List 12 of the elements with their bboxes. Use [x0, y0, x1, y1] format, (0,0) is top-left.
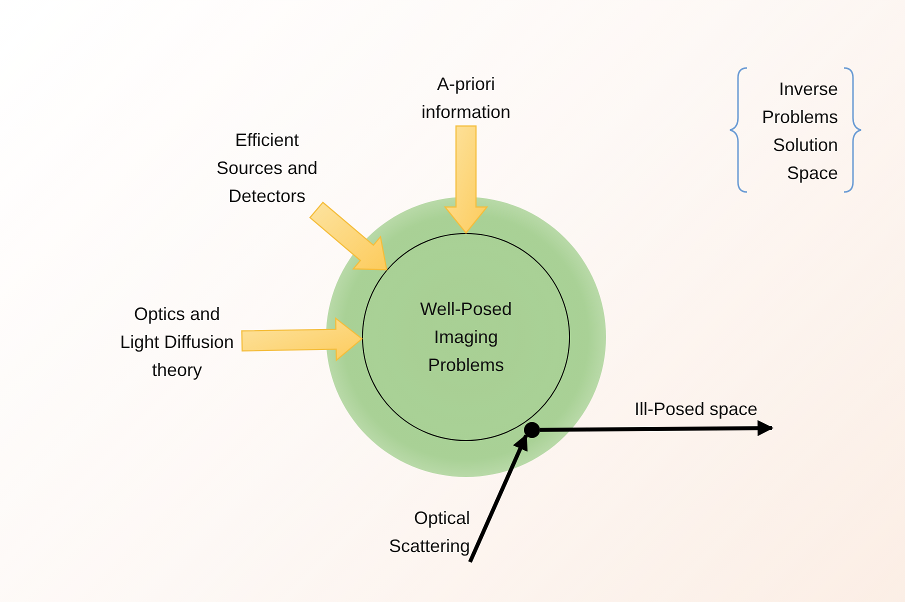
- circle-text: Well-Posed Imaging Problems: [419, 298, 513, 377]
- text-label: Optics and Light Diffusion theory: [112, 300, 242, 384]
- edge-label: Ill-Posed space: [634, 398, 758, 421]
- text-label: A-priori information: [391, 70, 541, 126]
- arrow: [468, 434, 528, 563]
- text-label: Efficient Sources and Detectors: [212, 126, 322, 210]
- text-label: Optical Scattering: [372, 502, 470, 562]
- block-arrow: [241, 317, 363, 362]
- block-arrow: [309, 202, 388, 270]
- annotation-text: Inverse Problems Solution Space: [760, 78, 838, 185]
- block-arrow: [444, 125, 488, 234]
- arrow: [540, 420, 774, 436]
